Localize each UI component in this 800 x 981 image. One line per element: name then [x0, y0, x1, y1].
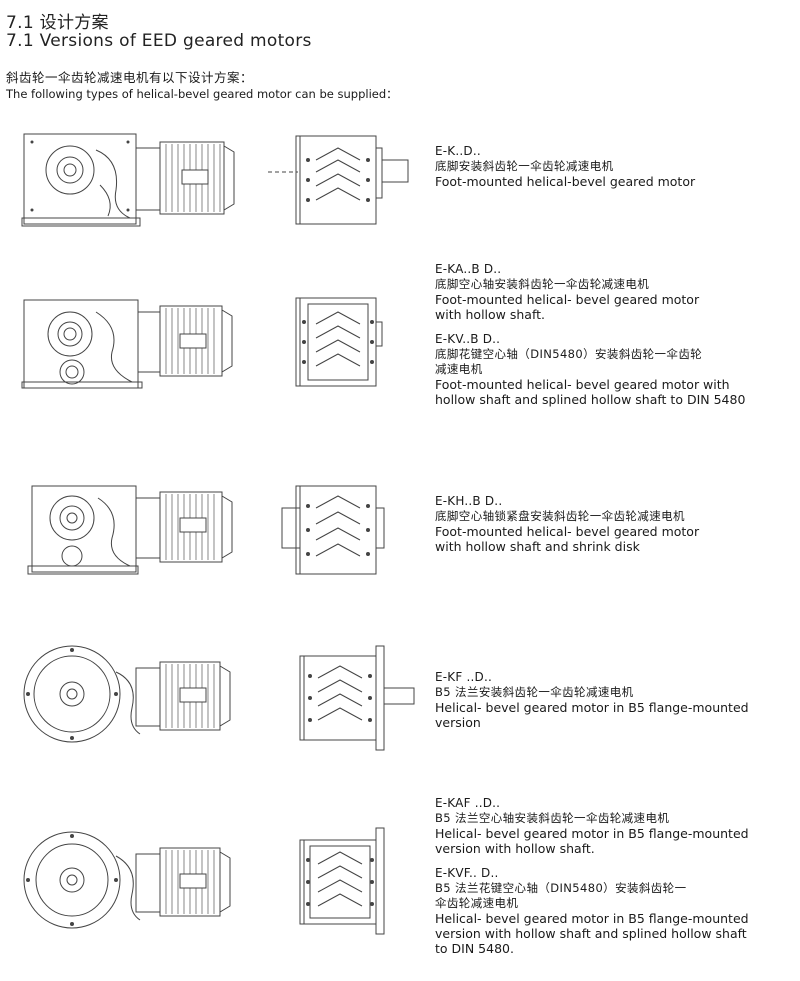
version-name-en: to DIN 5480.: [435, 941, 514, 956]
version-name-en: Helical- bevel geared motor in B5 flange…: [435, 911, 749, 926]
version-name-cn: B5 法兰空心轴安装斜齿轮一伞齿轮减速电机: [435, 811, 670, 825]
version-name-en: version with hollow shaft.: [435, 841, 595, 856]
version-code: E-KH..B D..: [435, 494, 503, 508]
version-name-cn: 伞齿轮减速电机: [435, 896, 519, 910]
version-description-k: E-K..D.. 底脚安装斜齿轮一伞齿轮减速电机 Foot-mounted he…: [435, 144, 795, 189]
front-view-drawing-hollow: [268, 292, 428, 392]
version-code: E-KVF.. D..: [435, 866, 499, 880]
version-name-cn: 底脚空心轴安装斜齿轮一伞齿轮减速电机: [435, 277, 650, 291]
front-view-drawing-flange-hollow: [268, 826, 428, 936]
version-name-en: version: [435, 715, 481, 730]
version-name-cn: B5 法兰花键空心轴（DIN5480）安装斜齿轮一: [435, 881, 687, 895]
version-name-en: with hollow shaft.: [435, 307, 546, 322]
intro-text-cn: 斜齿轮一伞齿轮减速电机有以下设计方案：: [6, 70, 254, 85]
version-name-cn: 底脚安装斜齿轮一伞齿轮减速电机: [435, 159, 614, 173]
version-code: E-KAF ..D..: [435, 796, 501, 810]
version-name-en: with hollow shaft and shrink disk: [435, 539, 640, 554]
side-view-drawing-flange-hollow: [20, 826, 250, 936]
section-title-cn: 7.1 设计方案: [6, 13, 109, 33]
side-view-drawing-foot-shrink-disk: [20, 480, 250, 580]
version-name-cn: 底脚花键空心轴（DIN5480）安装斜齿轮一伞齿轮: [435, 347, 703, 361]
front-view-drawing-flange-solid-shaft: [268, 642, 428, 752]
version-name-cn: 减速电机: [435, 362, 483, 376]
version-name-cn: B5 法兰安装斜齿轮一伞齿轮减速电机: [435, 685, 634, 699]
version-name-en: Foot-mounted helical- bevel geared motor: [435, 292, 700, 307]
version-code: E-KF ..D..: [435, 670, 492, 684]
version-name-cn: 底脚空心轴锁紧盘安装斜齿轮一伞齿轮减速电机: [435, 509, 685, 523]
version-name-en: Helical- bevel geared motor in B5 flange…: [435, 826, 749, 841]
version-name-en: version with hollow shaft and splined ho…: [435, 926, 747, 941]
version-name-en: hollow shaft and splined hollow shaft to…: [435, 392, 746, 407]
section-title-en: 7.1 Versions of EED geared motors: [6, 31, 312, 51]
side-view-drawing-foot-hollow: [20, 292, 250, 392]
intro-text-en: The following types of helical-bevel gea…: [6, 87, 398, 101]
side-view-drawing-foot: [20, 130, 250, 230]
version-name-en: Foot-mounted helical- bevel geared motor…: [435, 377, 730, 392]
version-description-kaf-kvf: E-KAF ..D.. B5 法兰空心轴安装斜齿轮一伞齿轮减速电机 Helica…: [435, 796, 795, 956]
front-view-drawing-solid-shaft: [268, 130, 428, 230]
version-description-ka-kv: E-KA..B D.. 底脚空心轴安装斜齿轮一伞齿轮减速电机 Foot-moun…: [435, 262, 795, 407]
side-view-drawing-flange: [20, 642, 250, 752]
version-name-en: Foot-mounted helical-bevel geared motor: [435, 174, 696, 189]
version-code: E-K..D..: [435, 144, 481, 158]
version-code: E-KA..B D..: [435, 262, 502, 276]
version-description-kh: E-KH..B D.. 底脚空心轴锁紧盘安装斜齿轮一伞齿轮减速电机 Foot-m…: [435, 494, 795, 554]
front-view-drawing-shrink-disk: [268, 480, 428, 580]
version-name-en: Helical- bevel geared motor in B5 flange…: [435, 700, 749, 715]
version-code: E-KV..B D..: [435, 332, 501, 346]
version-name-en: Foot-mounted helical- bevel geared motor: [435, 524, 700, 539]
version-description-kf: E-KF ..D.. B5 法兰安装斜齿轮一伞齿轮减速电机 Helical- b…: [435, 670, 795, 730]
